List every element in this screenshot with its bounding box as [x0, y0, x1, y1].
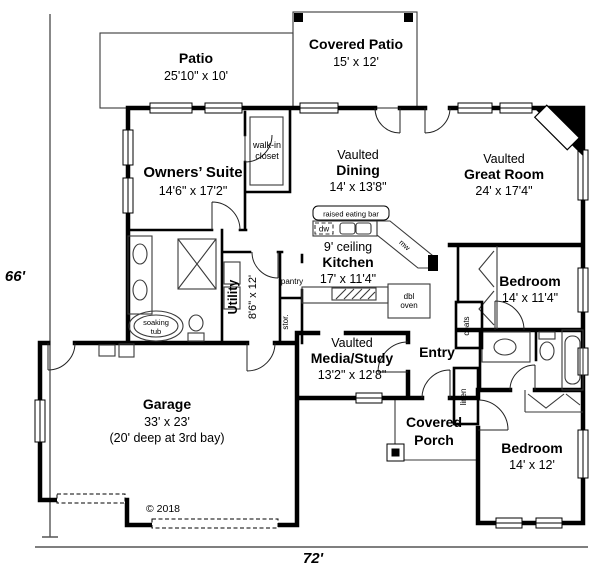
label-bedroom2-name: Bedroom — [501, 440, 562, 456]
label-kitchen-name: Kitchen — [322, 254, 373, 270]
label-soaking-tub-1: soaking — [143, 318, 169, 327]
label-covered-patio-name: Covered Patio — [309, 36, 403, 52]
label-owners-suite-name: Owners’ Suite — [143, 164, 242, 181]
label-dining-name: Dining — [336, 162, 380, 178]
label-porch-1: Covered — [406, 414, 462, 430]
bathtub — [561, 329, 584, 391]
label-walkin-closet-2: closet — [255, 151, 279, 161]
patio-post — [404, 13, 413, 22]
label-dim-left: 66' — [5, 268, 26, 285]
double-oven — [387, 283, 431, 319]
label-dbl-oven-1: dbl — [404, 292, 415, 301]
label-covered-patio-dims: 15' x 12' — [333, 55, 379, 69]
label-utility-dims: 8'6" x 12' — [247, 275, 259, 319]
label-kitchen-prefix: 9' ceiling — [324, 240, 372, 254]
label-raised-eating-bar: raised eating bar — [323, 210, 379, 219]
label-garage-dims: 33' x 23' — [144, 415, 190, 429]
label-great-room-name: Great Room — [464, 166, 544, 182]
garage-door — [151, 518, 279, 529]
porch-outline — [394, 400, 478, 461]
sink-basin — [355, 222, 372, 235]
sink — [132, 243, 148, 265]
label-porch-2: Porch — [414, 432, 454, 448]
doors — [47, 107, 536, 431]
label-media-dims: 13'2" x 12'8" — [318, 368, 387, 382]
label-patio-name: Patio — [179, 50, 213, 66]
label-kitchen-dims: 17' x 11'4" — [320, 272, 376, 286]
vanity — [127, 235, 153, 315]
label-great-room-prefix: Vaulted — [483, 152, 525, 166]
coats-closet — [454, 300, 484, 350]
label-dw: dw — [319, 225, 329, 234]
label-utility-name: Utility — [226, 280, 240, 315]
toilet — [188, 314, 204, 332]
label-bedroom1-dims: 14' x 11'4" — [502, 291, 558, 305]
sink — [493, 338, 517, 356]
washer — [223, 261, 241, 285]
label-entry: Entry — [419, 344, 455, 360]
dryer — [223, 286, 241, 310]
label-media-prefix: Vaulted — [331, 336, 373, 350]
raised-eating-bar — [312, 205, 390, 221]
shower — [177, 238, 217, 290]
label-mw: mw — [397, 238, 412, 253]
label-pantry: pantry — [281, 277, 303, 286]
patio-outline — [99, 11, 478, 462]
linen-closet — [452, 366, 480, 426]
hall-bath-fixtures — [481, 329, 584, 391]
bedroom1-closet-bifold — [478, 246, 498, 329]
kitchen-fixtures — [301, 205, 438, 319]
label-patio-dims: 25'10" x 10' — [164, 69, 228, 83]
dishwasher — [314, 222, 334, 235]
label-bedroom2-dims: 14' x 12' — [509, 458, 555, 472]
windows — [34, 102, 589, 529]
label-dbl-oven-2: oven — [400, 301, 417, 310]
vanity — [481, 331, 531, 363]
label-dim-bottom: 72' — [303, 550, 324, 566]
label-soaking-tub-2: tub — [151, 327, 161, 336]
fireplace — [533, 104, 583, 156]
label-bedroom1-name: Bedroom — [499, 273, 560, 289]
label-linen: linen — [459, 389, 468, 406]
soaking-tub — [128, 310, 184, 342]
closet-fixtures — [452, 246, 583, 426]
owners-bath-fixtures — [127, 235, 241, 342]
garage-fixtures — [56, 343, 279, 529]
sink — [132, 279, 148, 301]
label-stor: stor. — [281, 314, 290, 329]
range — [331, 287, 377, 301]
label-garage-name: Garage — [143, 396, 191, 412]
label-garage-note: (20' deep at 3rd bay) — [110, 431, 225, 445]
bedroom2-closet-bifold — [524, 390, 583, 413]
labels: Patio 25'10" x 10' Covered Patio 15' x 1… — [5, 36, 563, 566]
label-coats: coats — [462, 316, 471, 335]
dimension-lines — [35, 14, 588, 548]
label-copyright: © 2018 — [146, 503, 180, 515]
walls-interior — [126, 106, 538, 392]
label-great-room-dims: 24' x 17'4" — [475, 184, 532, 198]
label-dining-prefix: Vaulted — [337, 148, 379, 162]
patio-post — [294, 13, 303, 22]
garage-door — [56, 493, 126, 504]
label-dining-dims: 14' x 13'8" — [329, 180, 386, 194]
label-media-name: Media/Study — [311, 350, 394, 366]
utility-unit — [118, 343, 135, 358]
closet-shelving — [249, 116, 284, 186]
sink-basin — [339, 222, 356, 235]
toilet — [538, 331, 556, 340]
label-walkin-closet-1: walk-in — [252, 140, 281, 150]
utility-unit — [98, 344, 116, 357]
label-owners-suite-dims: 14'6" x 17'2" — [159, 184, 228, 198]
